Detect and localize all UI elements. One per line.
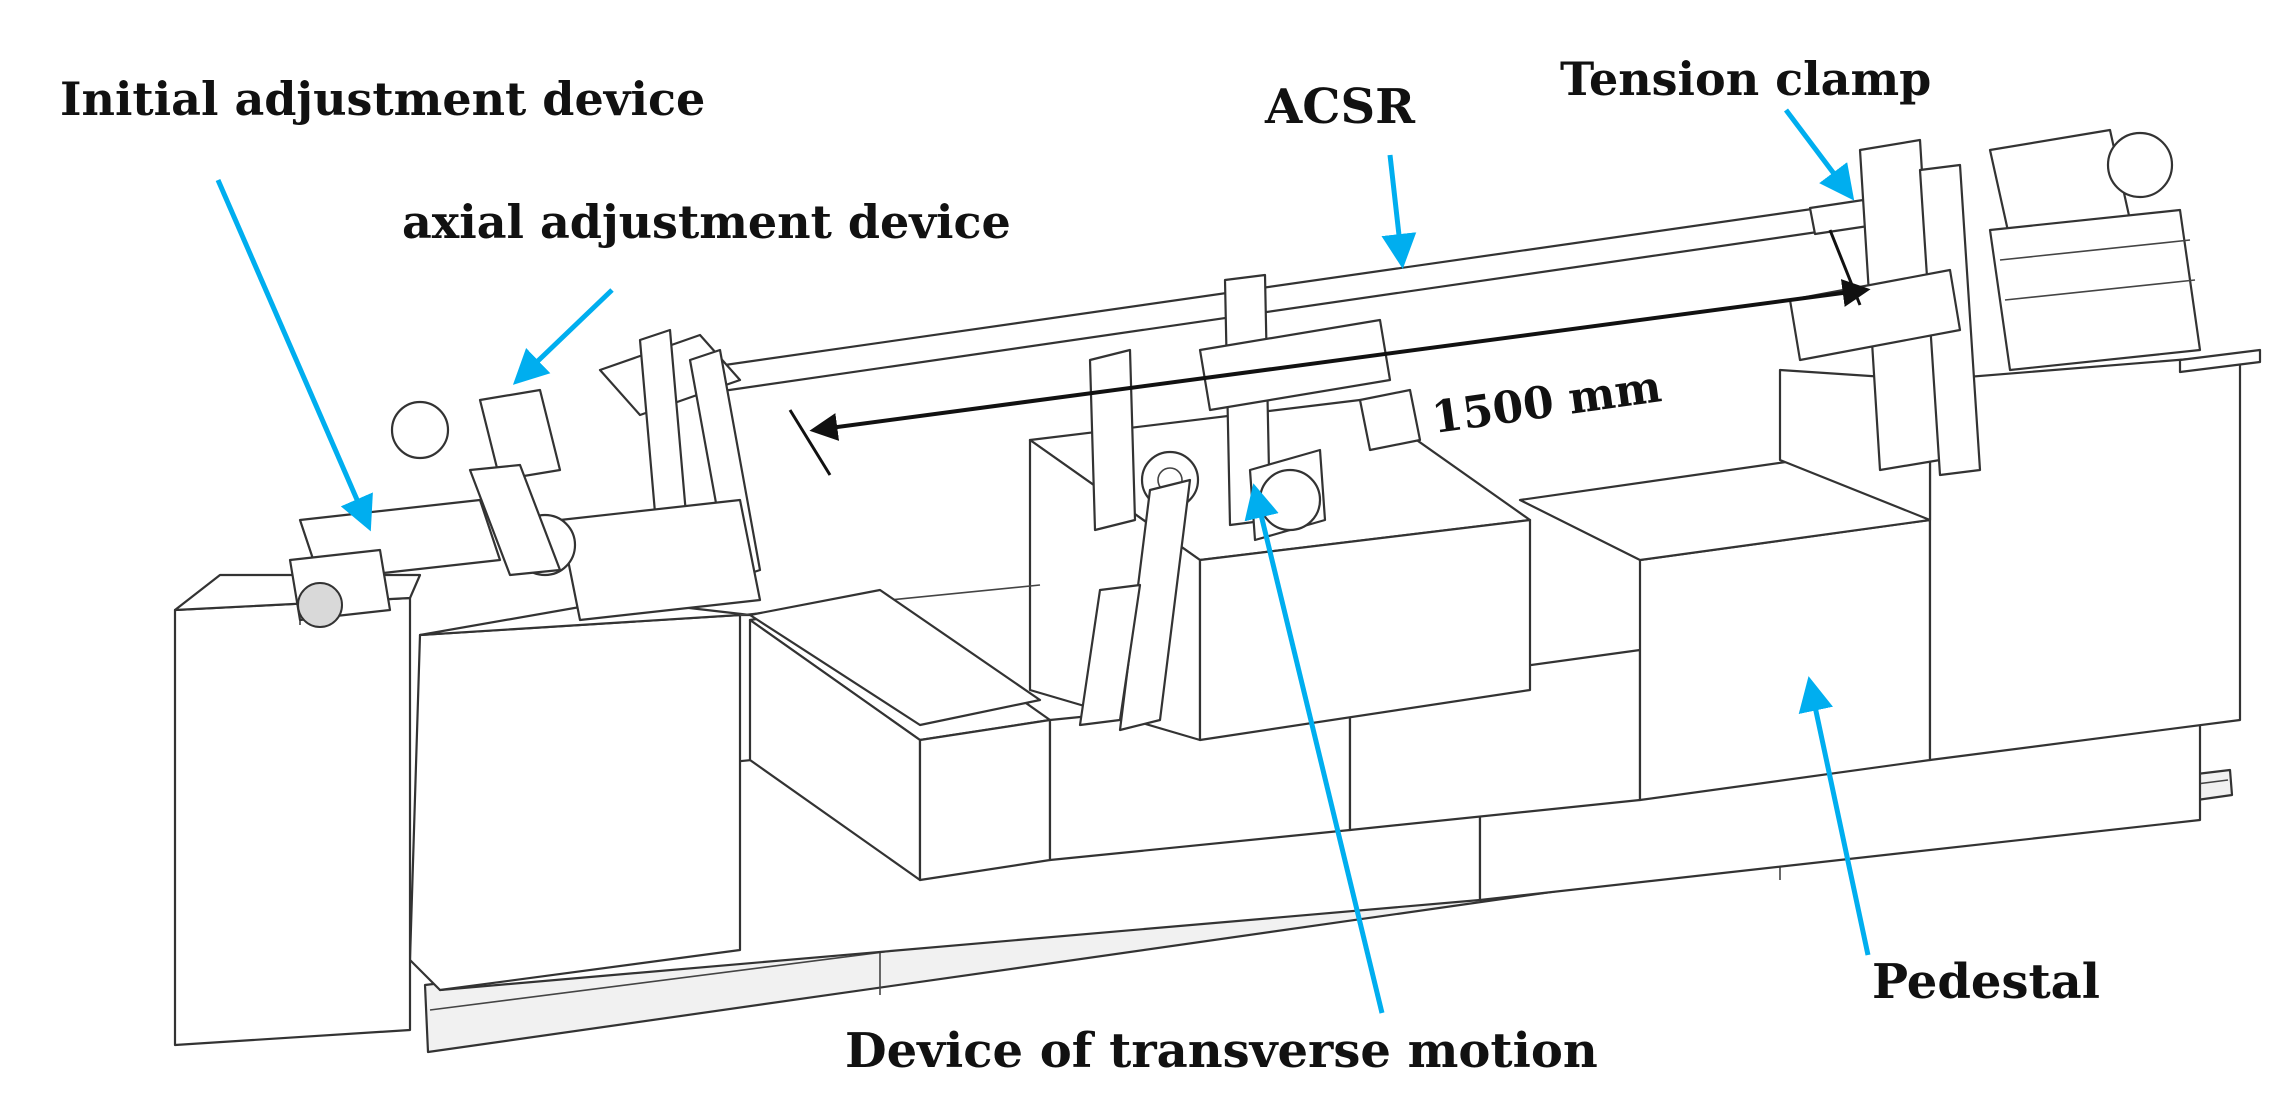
label-acsr: ACSR [1264,79,1416,135]
label-initial-adjustment: Initial adjustment device [60,72,705,126]
axial-adjustment-arrow [512,288,614,385]
right-tension-assembly [1788,128,2202,477]
acsr-arrow [1381,154,1417,269]
dimension-label: 1500 mm [1429,361,1665,444]
pedestal-arrow [1798,676,1871,956]
label-tension-clamp: Tension clamp [1560,52,1931,106]
initial-adjustment-arrow [215,179,373,532]
label-pedestal: Pedestal [1872,954,2100,1010]
label-transverse-motion: Device of transverse motion [845,1023,1598,1079]
dimension-tick-right [1828,229,1862,306]
pedestal [173,353,2242,1047]
pointer-arrows [215,108,1871,1014]
label-axial-adjustment: axial adjustment device [402,195,1011,249]
transverse-motion-arrow [1244,483,1385,1014]
dimension-tick-left [788,409,832,476]
dimension-arrow [809,279,1871,441]
tension-clamp-arrow [1784,108,1855,201]
labels: Initial adjustment device axial adjustme… [60,52,2100,1079]
